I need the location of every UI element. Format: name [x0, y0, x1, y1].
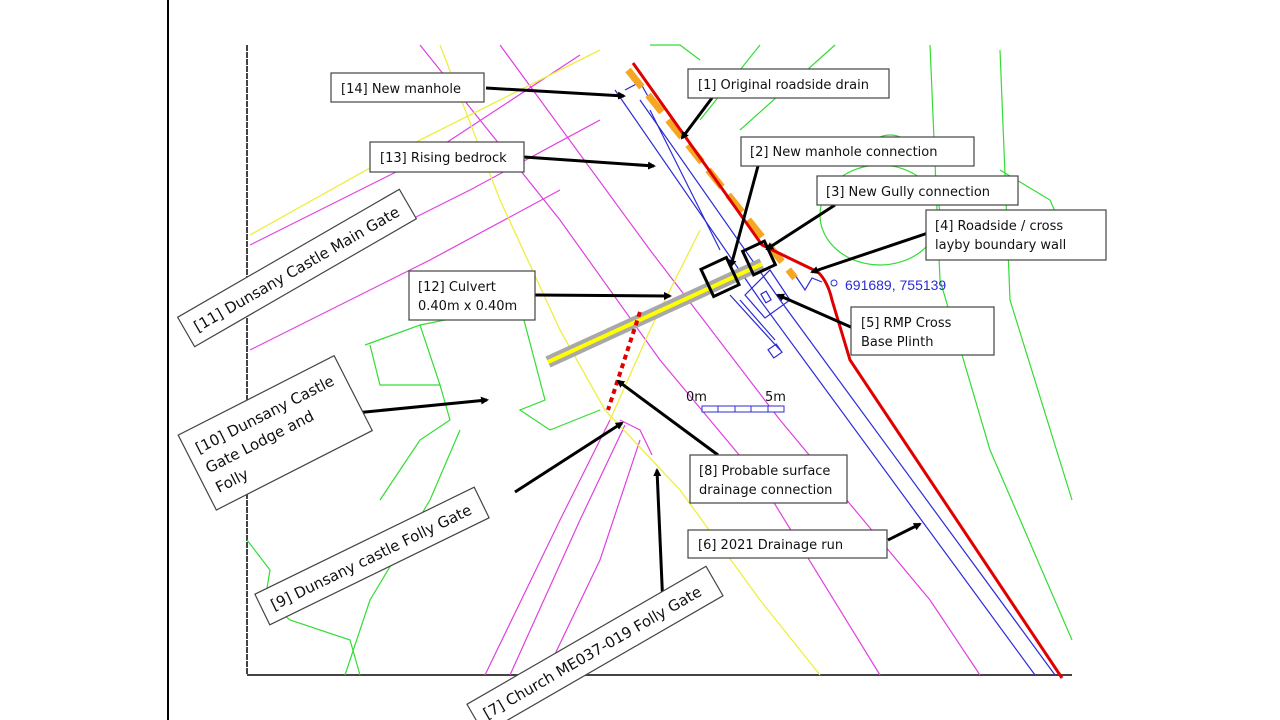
label-9-folly-gate: [9] Dunsany castle Folly Gate — [254, 486, 490, 626]
scale-bar: 0m 5m — [686, 390, 786, 413]
svg-text:[5] RMP Cross: [5] RMP Cross — [861, 316, 952, 331]
label-8-surface-drainage: [8] Probable surface drainage connection — [689, 454, 848, 504]
coordinate-readout: 691689, 755139 — [845, 277, 946, 293]
surface-drainage-connection — [606, 311, 642, 411]
svg-text:[3] New Gully connection: [3] New Gully connection — [826, 185, 990, 200]
svg-text:[2] New manhole connection: [2] New manhole connection — [750, 145, 937, 160]
label-13-rising-bedrock: [13] Rising bedrock — [369, 141, 525, 173]
label-6-drainage-run: [6] 2021 Drainage run — [687, 529, 888, 559]
svg-text:layby boundary wall: layby boundary wall — [935, 238, 1066, 253]
label-5-rmp-cross-plinth: [5] RMP Cross Base Plinth — [850, 306, 995, 356]
svg-text:0.40m x 0.40m: 0.40m x 0.40m — [418, 299, 517, 314]
svg-text:drainage connection: drainage connection — [699, 483, 832, 498]
svg-text:[7] Church ME037-019 Folly Gat: [7] Church ME037-019 Folly Gate — [480, 583, 705, 720]
yellow-lines — [249, 44, 821, 676]
label-2-new-manhole-connection: [2] New manhole connection — [740, 136, 975, 167]
label-4-boundary-wall: [4] Roadside / cross layby boundary wall — [925, 209, 1107, 261]
new-manhole-connection-marker — [698, 255, 742, 299]
label-14-new-manhole: [14] New manhole — [330, 72, 485, 103]
culvert — [545, 258, 765, 368]
label-3-new-gully-connection: [3] New Gully connection — [816, 175, 1019, 206]
svg-text:[1] Original roadside drain: [1] Original roadside drain — [698, 78, 869, 93]
coordinate-point-icon — [830, 279, 838, 287]
label-10-gate-lodge: [10] Dunsany Castle Gate Lodge and Folly — [177, 354, 374, 511]
svg-text:[6] 2021 Drainage run: [6] 2021 Drainage run — [698, 538, 843, 553]
new-gully-connection-marker — [740, 239, 778, 277]
svg-text:0m: 0m — [686, 390, 707, 405]
label-1-original-roadside-drain: [1] Original roadside drain — [687, 68, 890, 99]
svg-text:[4] Roadside / cross: [4] Roadside / cross — [935, 219, 1063, 234]
svg-text:[14] New manhole: [14] New manhole — [341, 82, 461, 97]
svg-text:[12] Culvert: [12] Culvert — [418, 280, 496, 295]
svg-text:[11] Dunsany Castle Main Gate: [11] Dunsany Castle Main Gate — [191, 203, 403, 336]
arrows — [354, 86, 929, 608]
svg-text:5m: 5m — [765, 390, 786, 405]
svg-text:[8] Probable surface: [8] Probable surface — [699, 464, 830, 479]
label-12-culvert: [12] Culvert 0.40m x 0.40m — [408, 270, 536, 321]
svg-text:[13] Rising bedrock: [13] Rising bedrock — [380, 151, 507, 166]
label-7-church-folly-gate: [7] Church ME037-019 Folly Gate — [466, 565, 724, 720]
map-frame — [246, 45, 1072, 676]
svg-text:Base Plinth: Base Plinth — [861, 335, 933, 350]
label-11-main-gate: [11] Dunsany Castle Main Gate — [176, 188, 418, 348]
